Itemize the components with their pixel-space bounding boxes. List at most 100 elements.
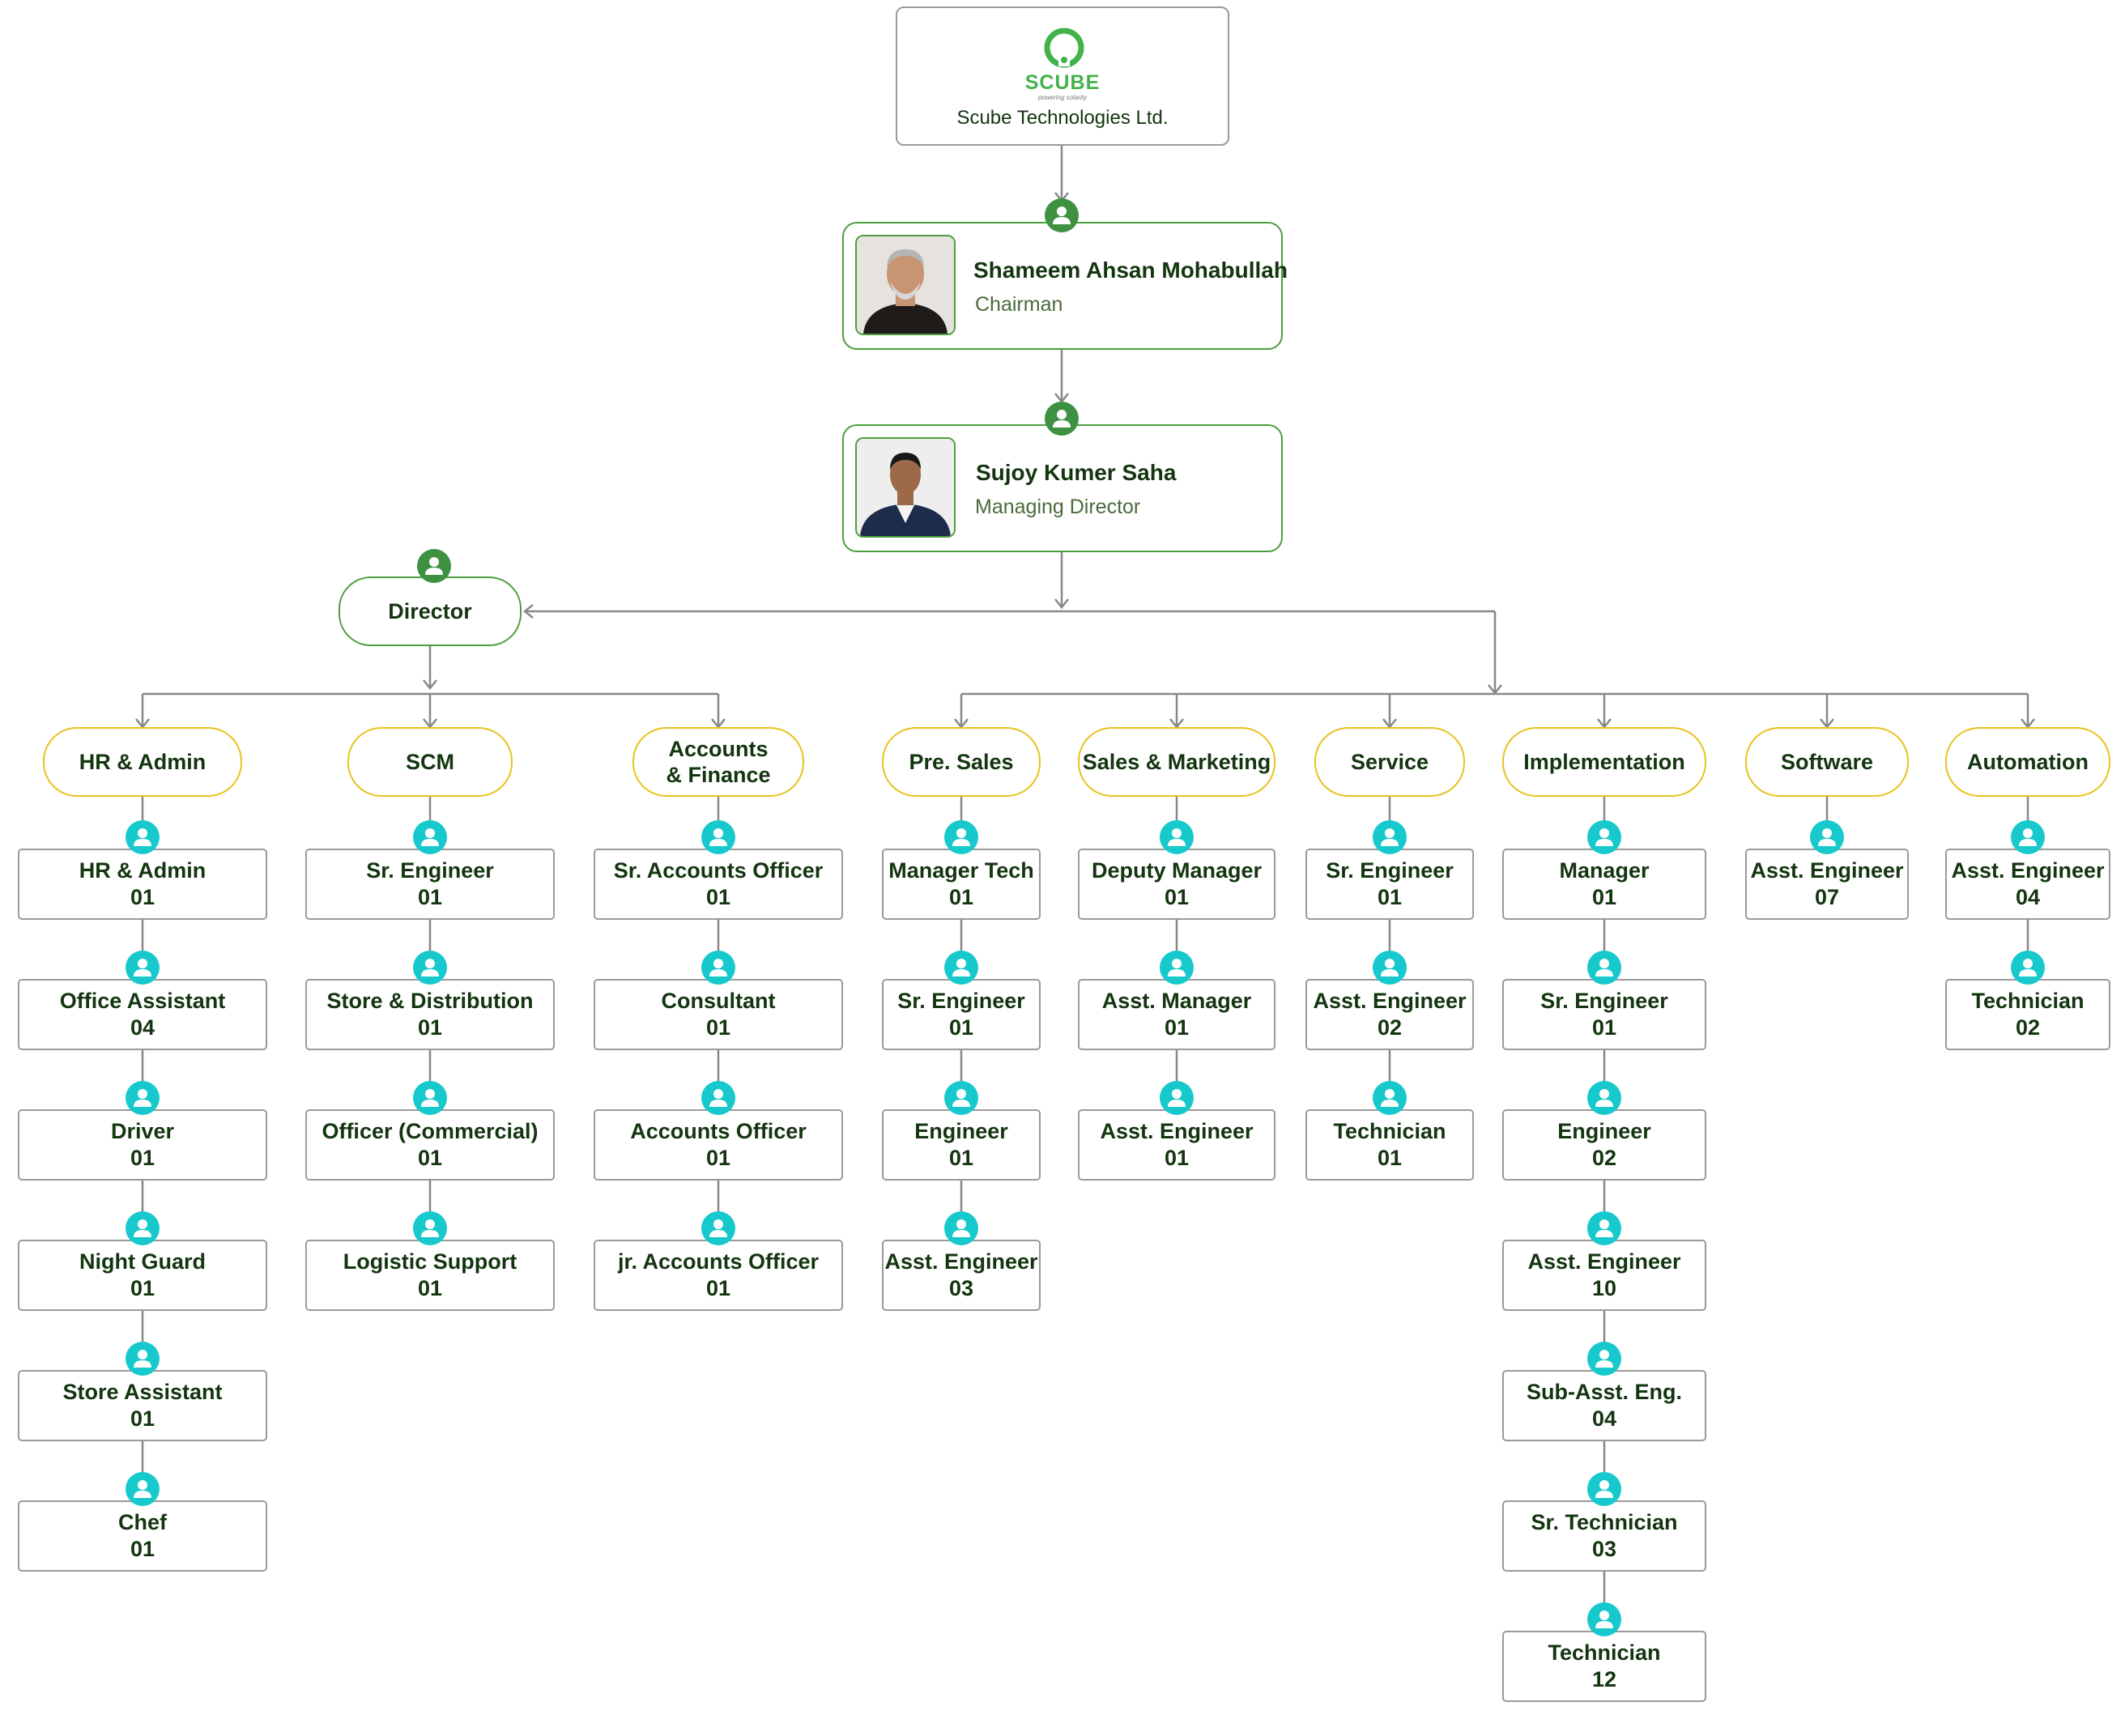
chairman-title: Chairman (975, 293, 1063, 316)
role-count: 01 (417, 1015, 443, 1040)
user-icon (1045, 198, 1079, 232)
role-title: HR & Admin (79, 858, 207, 883)
role-count: 01 (1164, 885, 1190, 909)
user-icon (1587, 951, 1621, 985)
role-count: 01 (130, 1146, 155, 1170)
user-icon (126, 1342, 160, 1376)
managing-director-title: Managing Director (975, 496, 1141, 518)
role-node: Chef 01 (18, 1500, 267, 1572)
department-node: HR & Admin (43, 727, 242, 797)
user-icon (701, 951, 735, 985)
role-count: 01 (1164, 1015, 1190, 1040)
role-count: 01 (1377, 885, 1403, 909)
role-title: Manager (1559, 858, 1650, 883)
department-name: Implementation (1523, 750, 1685, 774)
department-node: Accounts& Finance (632, 727, 804, 797)
user-icon (1045, 402, 1079, 436)
role-count: 04 (1591, 1406, 1617, 1431)
role-count: 01 (130, 1406, 155, 1431)
role-title: Logistic Support (343, 1249, 517, 1274)
company-logo-tagline: powering solarity (1037, 94, 1088, 101)
role-title: Officer (Commercial) (322, 1119, 539, 1143)
department-node: Service (1314, 727, 1465, 797)
user-icon (126, 1081, 160, 1115)
role-title: jr. Accounts Officer (617, 1249, 820, 1274)
role-count: 01 (705, 1276, 731, 1300)
role-count: 01 (130, 1276, 155, 1300)
role-title: Sub-Asst. Eng. (1526, 1380, 1682, 1404)
user-icon (1373, 1081, 1407, 1115)
company-logo-text: SCUBE (1024, 71, 1101, 94)
role-title: Technician (1548, 1640, 1661, 1665)
department-name: Service (1350, 750, 1429, 774)
department-node: Sales & Marketing (1078, 727, 1275, 797)
user-icon (126, 951, 160, 985)
user-icon (413, 820, 447, 854)
role-title: Accounts Officer (630, 1119, 807, 1143)
role-count: 07 (1814, 885, 1840, 909)
user-icon (1587, 1211, 1621, 1245)
department-node: Software (1745, 727, 1909, 797)
department-name: Sales & Marketing (1082, 750, 1271, 774)
user-icon (944, 820, 978, 854)
user-icon (1810, 820, 1844, 854)
department-node: Automation (1945, 727, 2110, 797)
user-icon (701, 1211, 735, 1245)
user-icon (701, 1081, 735, 1115)
user-icon (1587, 1081, 1621, 1115)
director-node: Director (339, 577, 522, 646)
role-count: 01 (417, 885, 443, 909)
user-icon (1587, 1342, 1621, 1376)
role-title: Asst. Engineer (1527, 1249, 1681, 1274)
role-title: Asst. Engineer (1313, 989, 1467, 1013)
chairman-name: Shameem Ahsan Mohabullah (973, 257, 1288, 283)
user-icon (126, 1211, 160, 1245)
role-title: Asst. Manager (1101, 989, 1252, 1013)
role-node: Sub-Asst. Eng.04 (1502, 1370, 1706, 1441)
role-title: Asst. Engineer (1750, 858, 1904, 883)
role-title: Chef (118, 1510, 167, 1534)
role-count: 01 (705, 1015, 731, 1040)
managing-director-name: Sujoy Kumer Saha (976, 460, 1177, 485)
role-count: 01 (948, 1015, 974, 1040)
role-title: Sr. Accounts Officer (613, 858, 824, 883)
role-count: 02 (1591, 1146, 1617, 1170)
user-icon (1373, 951, 1407, 985)
role-count: 01 (1591, 885, 1617, 909)
department-name: Accounts (668, 737, 769, 761)
department-name: Software (1780, 750, 1874, 774)
scube-logo-icon (1044, 28, 1084, 68)
user-icon (1160, 1081, 1194, 1115)
role-node: Officer (Commercial)01 (305, 1109, 555, 1181)
role-title: Night Guard (79, 1249, 206, 1274)
role-title: Store & Distribution (326, 989, 534, 1013)
role-count: 01 (130, 885, 155, 909)
user-icon (1373, 820, 1407, 854)
role-title: Engineer (1557, 1119, 1651, 1143)
role-count: 01 (130, 1537, 155, 1561)
user-icon (126, 1472, 160, 1506)
user-icon (413, 951, 447, 985)
role-title: Sr. Technician (1531, 1510, 1678, 1534)
